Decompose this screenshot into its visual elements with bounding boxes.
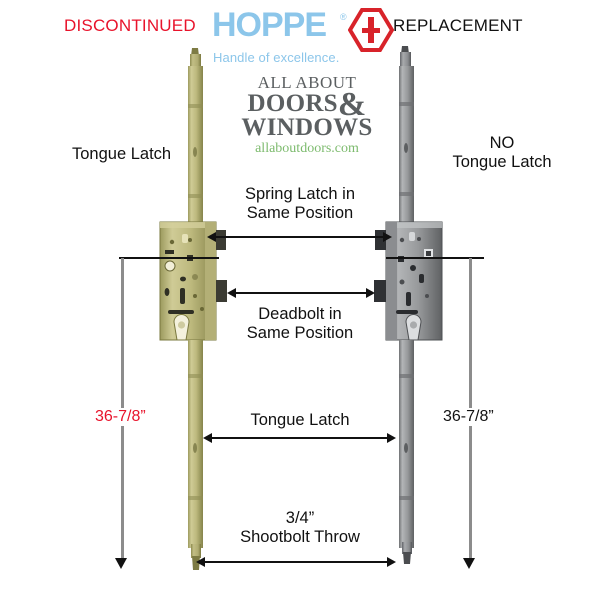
replacement-multipoint-lock-image [372, 44, 452, 576]
left-tongue-latch-label: Tongue Latch [72, 145, 172, 163]
spring-latch-line-1: Spring Latch in [244, 185, 356, 203]
shootbolt-throw-line-2: Shootbolt Throw [240, 528, 360, 546]
discontinued-status-label: DISCONTINUED [64, 16, 196, 35]
replacement-status-label: REPLACEMENT [393, 16, 523, 35]
spring-latch-line-2: Same Position [246, 204, 354, 222]
site-logo-line-1: ALL ABOUT [257, 73, 357, 92]
deadbolt-line-2: Same Position [246, 324, 354, 342]
site-logo-ampersand: & [337, 86, 367, 123]
hoppe-hexagon-h-logo-icon [348, 8, 394, 52]
no-tongue-latch-line-1: NO [489, 134, 515, 152]
allaboutdoors-site-logo: ALL ABOUT DOORS& WINDOWS allaboutdoors.c… [232, 74, 382, 157]
right-length-value: 36-7/8” [440, 408, 497, 426]
registered-trademark-icon: ® [340, 12, 347, 22]
site-logo-line-2: DOORS& [232, 88, 382, 122]
no-tongue-latch-line-2: Tongue Latch [452, 153, 552, 171]
hoppe-tagline: Handle of excellence. [213, 50, 340, 65]
left-length-value: 36-7/8” [92, 408, 149, 426]
hoppe-wordmark: HOPPE [212, 6, 327, 44]
tongue-latch-span-line-1: Tongue Latch [250, 411, 350, 429]
site-logo-line-3: WINDOWS [241, 114, 373, 141]
site-logo-doors-text: DOORS [247, 90, 338, 117]
deadbolt-line-1: Deadbolt in [258, 305, 342, 323]
hoppe-brand-logo: HOPPE ® Handle of excellence. [212, 6, 394, 66]
right-no-tongue-latch-label: NO Tongue Latch [442, 134, 562, 172]
discontinued-multipoint-lock-image [150, 44, 230, 576]
shootbolt-throw-line-1: 3/4” [285, 509, 315, 527]
site-logo-url: allaboutdoors.com [255, 141, 359, 156]
